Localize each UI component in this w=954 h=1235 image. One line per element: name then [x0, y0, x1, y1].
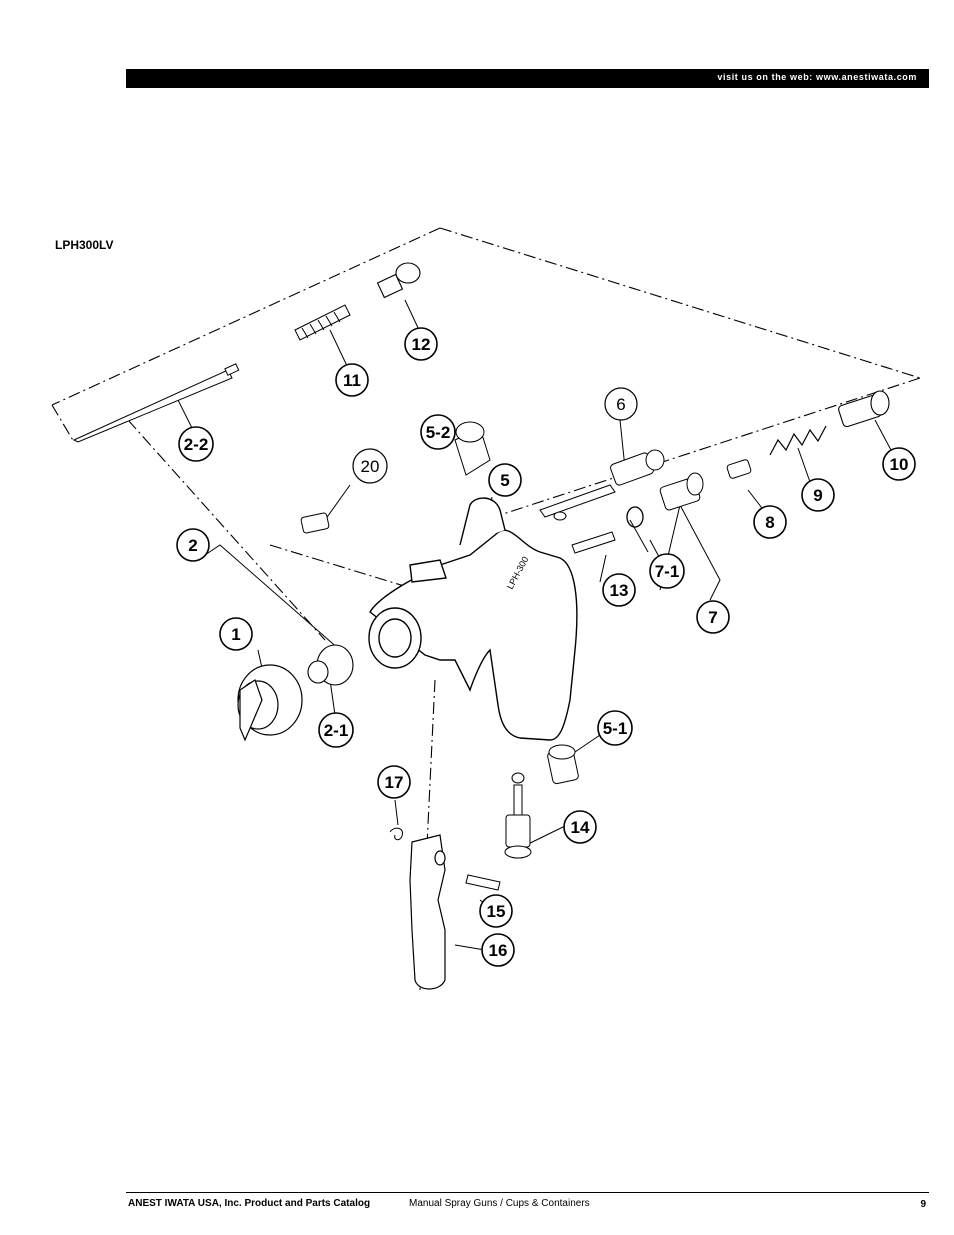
callout-5: 5 — [488, 463, 522, 497]
callout-2: 2 — [176, 528, 210, 562]
footer-section: Manual Spray Guns / Cups & Containers — [409, 1198, 590, 1209]
valve-spring-part — [769, 425, 827, 456]
svg-text:5: 5 — [500, 471, 509, 490]
pin-13-part — [571, 531, 616, 554]
callout-12: 12 — [404, 327, 438, 361]
svg-text:7: 7 — [708, 608, 717, 627]
air-valve-part — [539, 449, 665, 518]
needle-spring-part — [294, 304, 351, 341]
adjusting-knob-part — [376, 262, 421, 299]
footer-company: ANEST IWATA USA, Inc. Product and Parts … — [128, 1198, 371, 1209]
svg-text:1: 1 — [231, 625, 240, 644]
footer-rule — [126, 1192, 929, 1193]
svg-text:9: 9 — [813, 486, 822, 505]
air-adjust-part — [504, 772, 532, 859]
header-web-link-text: visit us on the web: www.anestiwata.com — [717, 72, 917, 82]
svg-text:6: 6 — [616, 395, 625, 414]
spray-gun-body — [368, 497, 578, 741]
air-inlet-part — [547, 744, 579, 785]
svg-text:14: 14 — [571, 818, 590, 837]
callout-9: 9 — [801, 478, 835, 512]
svg-text:5-1: 5-1 — [603, 719, 628, 738]
callout-17: 17 — [377, 765, 411, 799]
svg-text:12: 12 — [412, 335, 431, 354]
svg-text:15: 15 — [487, 902, 506, 921]
valve-seat-part — [726, 459, 752, 479]
air-cap-part — [237, 664, 303, 742]
leader-lines — [177, 299, 893, 951]
svg-text:13: 13 — [610, 581, 629, 600]
assembly-guide-lines — [51, 227, 921, 991]
callout-2-2: 2-2 — [178, 426, 214, 462]
fluid-needle-part — [72, 363, 240, 443]
svg-text:10: 10 — [890, 455, 909, 474]
svg-text:16: 16 — [489, 941, 508, 960]
retaining-clip-part — [389, 827, 404, 841]
callout-14: 14 — [563, 810, 597, 844]
callouts: 1 2 2-1 2-2 5 5-1 5-2 6 7 7-1 8 9 10 11 … — [176, 327, 916, 967]
fitting-5-2-part — [454, 421, 491, 476]
callout-10: 10 — [882, 447, 916, 481]
callout-15: 15 — [479, 894, 513, 928]
o-ring-part — [626, 506, 644, 528]
svg-text:11: 11 — [343, 371, 361, 390]
callout-6: 6 — [604, 387, 638, 421]
callout-13: 13 — [602, 573, 636, 607]
svg-text:17: 17 — [385, 773, 404, 792]
page-number: 9 — [920, 1199, 926, 1210]
callout-1: 1 — [219, 617, 253, 651]
callout-20: 20 — [352, 448, 388, 484]
callout-11: 11 — [335, 363, 369, 397]
svg-text:20: 20 — [361, 457, 380, 476]
callout-7: 7 — [696, 600, 730, 634]
model-title: LPH300LV — [55, 238, 114, 252]
trigger-pin-part — [465, 874, 501, 891]
svg-text:8: 8 — [765, 513, 774, 532]
fitting-20-part — [300, 512, 330, 534]
svg-text:7-1: 7-1 — [655, 562, 680, 581]
pin-part — [553, 511, 567, 521]
valve-housing-part — [659, 472, 704, 511]
svg-text:2: 2 — [188, 536, 197, 555]
svg-text:2-1: 2-1 — [324, 721, 349, 740]
trigger-part — [409, 834, 446, 990]
header-bar: visit us on the web: www.anestiwata.com — [126, 69, 929, 88]
fluid-nozzle-part — [307, 644, 354, 686]
svg-text:5-2: 5-2 — [426, 423, 451, 442]
callout-7-1: 7-1 — [649, 553, 685, 589]
callout-2-1: 2-1 — [318, 712, 354, 748]
callout-5-2: 5-2 — [420, 414, 456, 450]
valve-cap-part — [838, 390, 890, 428]
svg-text:2-2: 2-2 — [184, 435, 209, 454]
callout-16: 16 — [481, 933, 515, 967]
callout-5-1: 5-1 — [597, 710, 633, 746]
callout-8: 8 — [753, 505, 787, 539]
